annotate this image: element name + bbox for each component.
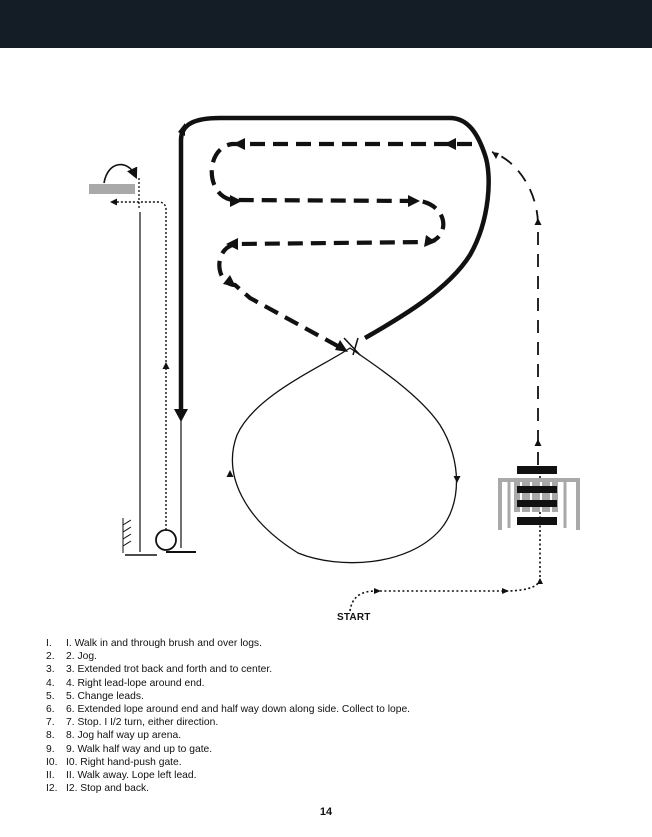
list-item: 5.5. Change leads. <box>46 690 144 702</box>
arrow-icon <box>178 123 185 136</box>
jog-up-arena-path <box>112 201 167 530</box>
list-item: 4.4. Right lead-lope around end. <box>46 677 205 689</box>
brush-obstacle <box>498 466 580 530</box>
gate <box>89 184 135 194</box>
pattern-steps-list: I.I. Walk in and through brush and over … <box>46 637 410 795</box>
list-item: 7.7. Stop. I I/2 turn, either direction. <box>46 717 219 729</box>
arrow-icon <box>374 588 381 594</box>
extended-lope-path <box>178 115 491 412</box>
arrow-icon <box>534 218 542 225</box>
header-bar <box>0 0 652 48</box>
gate-push-arc <box>103 163 138 184</box>
page-number: 14 <box>319 806 333 818</box>
turn-circle <box>155 529 177 551</box>
list-item: 2.2. Jog. <box>46 651 97 663</box>
arrow-icon <box>230 195 242 207</box>
arrow-icon <box>174 409 188 422</box>
arrow-icon <box>537 578 543 584</box>
rail-hatch <box>122 518 132 553</box>
arrow-icon <box>492 152 499 159</box>
list-item: 9.9. Walk half way and up to gate. <box>46 743 213 755</box>
arrow-icon <box>502 588 509 594</box>
list-item: 3.3. Extended trot back and forth and to… <box>46 664 273 676</box>
arrow-icon <box>408 195 420 207</box>
list-item: I0.I0. Right hand-push gate. <box>46 756 182 768</box>
arrow-icon <box>110 198 117 206</box>
list-item: I.I. Walk in and through brush and over … <box>46 638 262 649</box>
walk-in-path <box>349 468 541 612</box>
arrow-icon <box>424 235 436 247</box>
list-item: 6.6. Extended lope around end and half w… <box>46 704 411 716</box>
arrow-icon <box>534 439 542 446</box>
arrow-icon <box>335 340 348 352</box>
arrow-icon <box>233 138 245 150</box>
arrow-icon <box>226 238 238 250</box>
center-marker <box>343 337 361 356</box>
arrow-icon <box>223 275 236 287</box>
start-label: START <box>337 612 371 623</box>
jog-path <box>491 151 539 465</box>
arrow-icon <box>453 476 461 483</box>
arrow-icon <box>444 138 456 150</box>
lope-circle <box>231 347 458 564</box>
list-item: I2.I2. Stop and back. <box>46 783 150 795</box>
list-item: 8.8. Jog half way up arena. <box>46 730 182 742</box>
extended-trot-path <box>209 141 472 352</box>
arrow-icon <box>162 362 170 369</box>
arrow-icon <box>226 470 234 477</box>
list-item: II.II. Walk away. Lope left lead. <box>46 770 197 782</box>
